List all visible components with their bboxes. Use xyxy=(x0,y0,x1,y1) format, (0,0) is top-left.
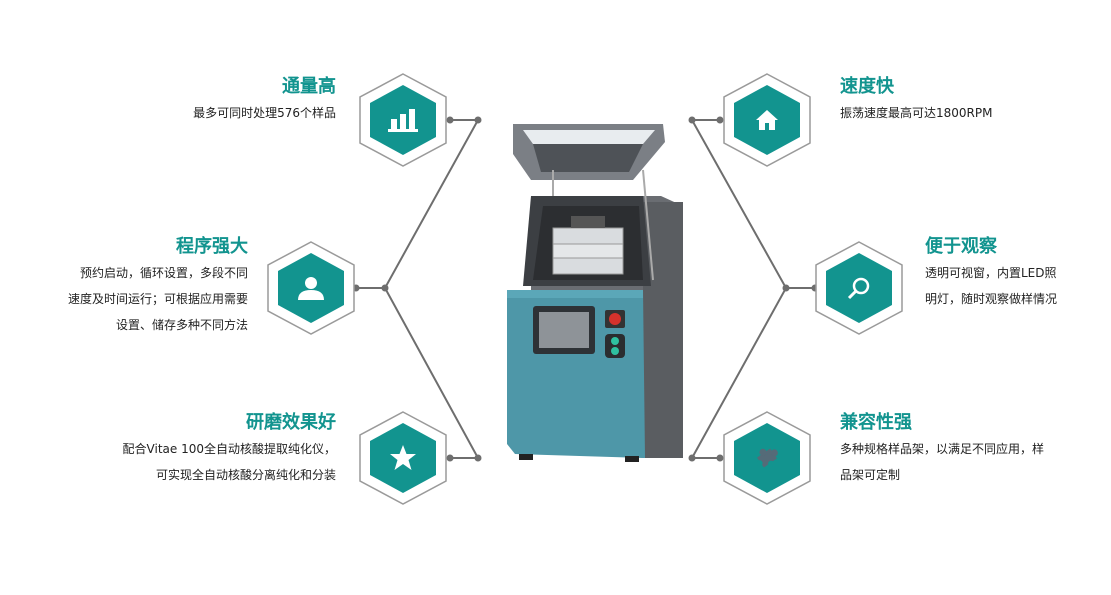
feature-3-desc: 配合Vitae 100全自动核酸提取纯化仪， 可实现全自动核酸分离纯化和分装 xyxy=(122,442,336,482)
feature-6-desc: 多种规格样品架，以满足不同应用，样 品架可定制 xyxy=(840,442,1045,482)
feature-4-title: 速度快 xyxy=(840,76,894,97)
hexagon-feature-6 xyxy=(721,410,813,510)
magnifier-icon xyxy=(847,276,871,304)
hexagon-feature-1 xyxy=(357,72,449,172)
feature-1-desc: 最多可同时处理576个样品 xyxy=(193,106,336,120)
feature-2-desc: 预约启动，循环设置，多段不同 速度及时间运行；可根据应用需要 设置、储存多种不同… xyxy=(67,266,248,332)
feature-3-title: 研磨效果好 xyxy=(246,412,336,433)
grinder-device-image xyxy=(507,124,683,462)
hexagon-feature-5 xyxy=(813,240,905,340)
feature-5-desc: 透明可视窗，内置LED照 明灯，随时观察做样情况 xyxy=(925,266,1058,306)
feature-6-title: 兼容性强 xyxy=(840,412,912,433)
feature-4-desc: 振荡速度最高可达1800RPM xyxy=(840,106,993,120)
feature-2-title: 程序强大 xyxy=(176,236,248,257)
hexagon-feature-4 xyxy=(721,72,813,172)
puzzle-icon xyxy=(752,443,782,477)
bar-chart-icon xyxy=(388,107,418,137)
hexagon-feature-2 xyxy=(265,240,357,340)
hexagon-feature-3 xyxy=(357,410,449,510)
user-icon xyxy=(297,275,325,305)
feature-5-title: 便于观察 xyxy=(925,236,997,257)
star-icon xyxy=(389,444,417,476)
home-icon xyxy=(755,109,779,135)
feature-1-title: 通量高 xyxy=(282,76,336,97)
